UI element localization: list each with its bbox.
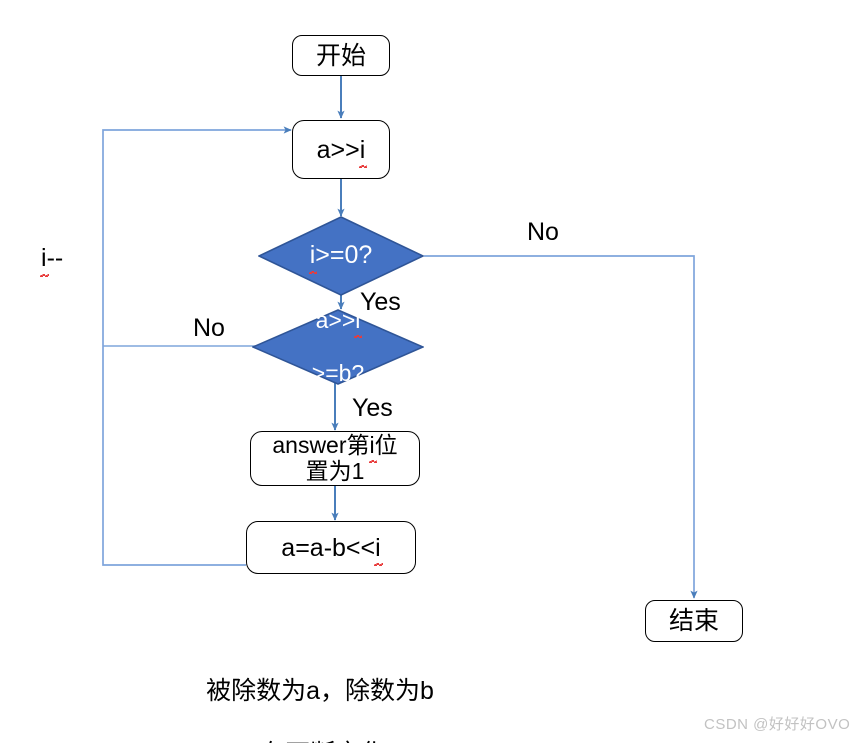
edge-label-no-right: No — [527, 218, 559, 246]
node-subtract[interactable]: a=a-b<<i — [246, 521, 416, 574]
edge-label-yes-first: Yes — [360, 288, 401, 316]
node-answer-set-bit-label: answer第i位置为1 — [272, 431, 398, 484]
node-end[interactable]: 结束 — [645, 600, 743, 642]
node-subtract-label: a=a-b<<i — [281, 533, 383, 566]
decision-i-shape — [258, 216, 424, 296]
node-decision-cmp[interactable]: a>>i >=b? — [252, 307, 424, 386]
node-decision-cmp-line1: a>>i — [315, 307, 363, 339]
node-decision-i[interactable]: i>=0? — [258, 216, 424, 296]
csdn-watermark: CSDN @好好好OVO — [704, 716, 851, 733]
node-shift[interactable]: a>>i — [292, 120, 390, 179]
diagram-caption-line2: i在不断变化 — [160, 739, 480, 743]
diagram-caption: 被除数为a，除数为b i在不断变化 — [160, 645, 480, 743]
edge-label-decrement: i-- — [40, 244, 64, 277]
node-start[interactable]: 开始 — [292, 35, 390, 76]
diagram-caption-line1: 被除数为a，除数为b — [206, 677, 434, 706]
node-decision-i-label: i>=0? — [308, 241, 373, 274]
node-end-label: 结束 — [668, 607, 719, 635]
edge-label-no-left: No — [193, 314, 225, 342]
edge-label-yes-second: Yes — [352, 394, 393, 422]
node-decision-cmp-label: a>>i >=b? — [312, 281, 364, 413]
decision-cmp-shape — [252, 309, 424, 385]
node-start-label: 开始 — [315, 41, 366, 70]
edge-decision-i-no-to-end — [424, 255, 698, 599]
node-decision-cmp-line2: >=b? — [311, 360, 365, 387]
node-answer-set-bit[interactable]: answer第i位置为1 — [250, 431, 420, 486]
node-shift-label: a>>i — [316, 135, 367, 168]
